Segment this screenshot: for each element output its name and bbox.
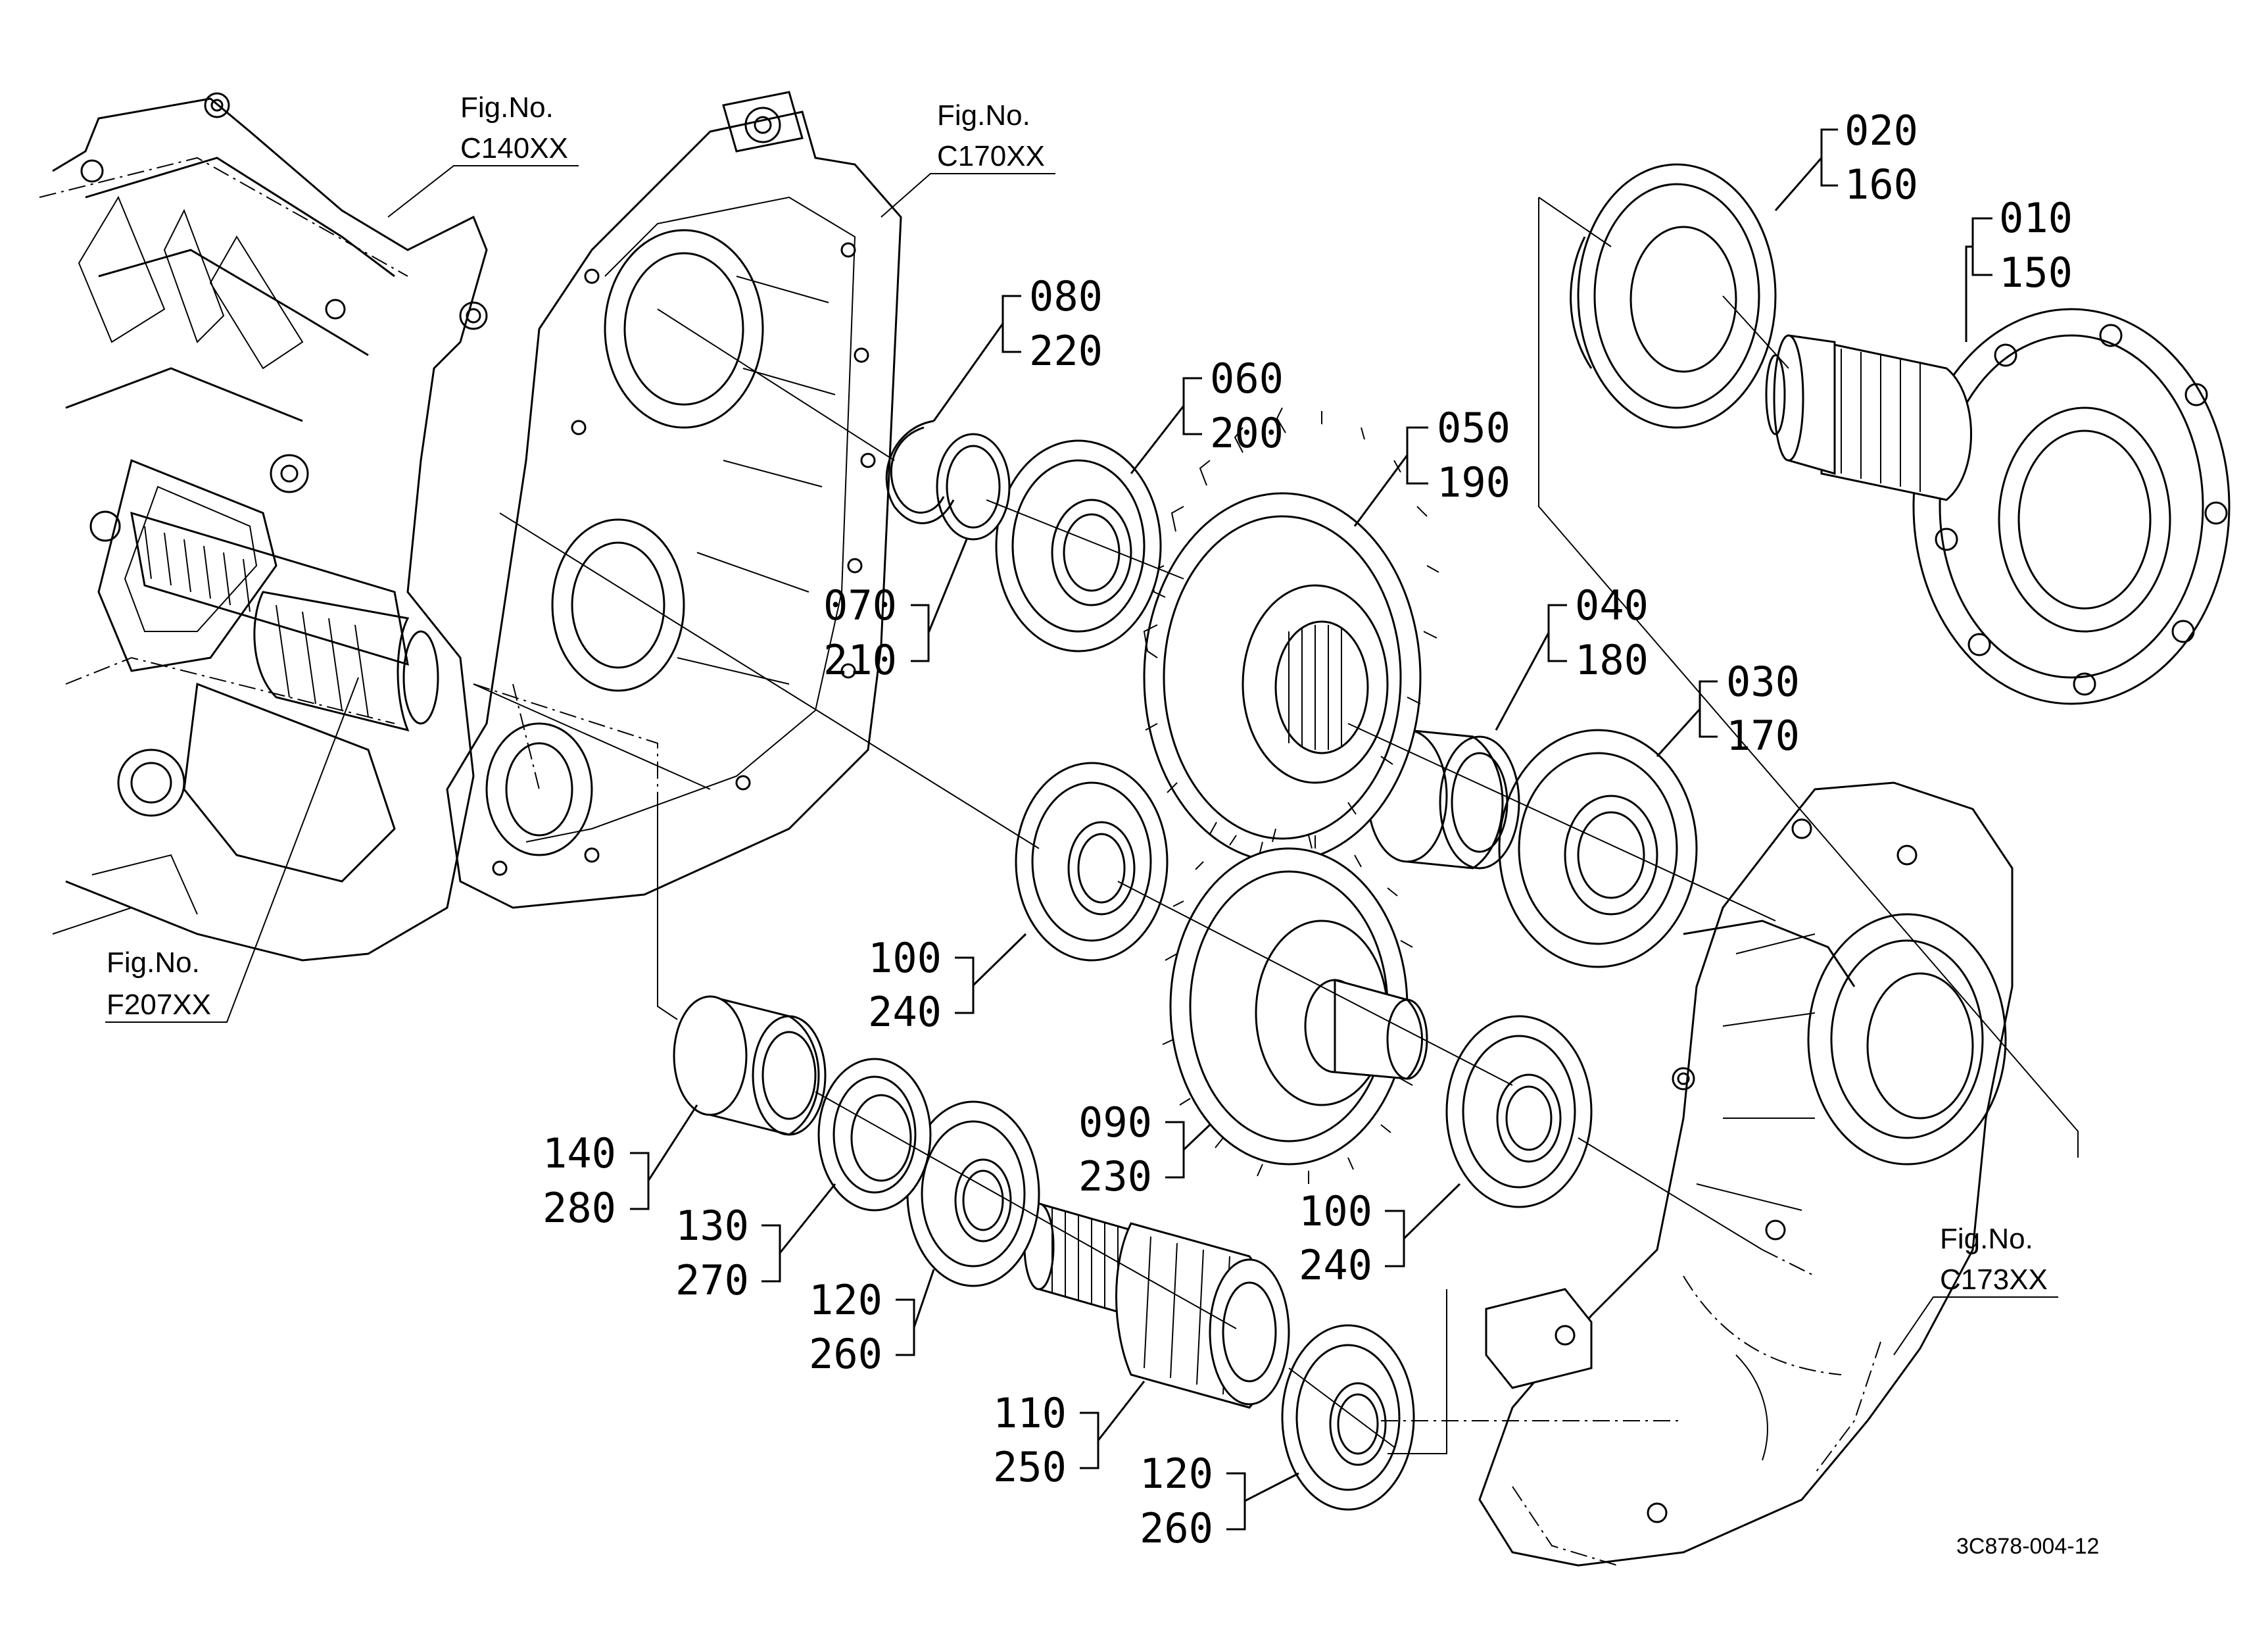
part-number: 070 xyxy=(823,581,897,629)
part-number-alt: 230 xyxy=(1078,1152,1152,1200)
part-label-100-lower: 100 240 xyxy=(1299,1183,1461,1289)
part-number: 010 xyxy=(1999,194,2073,242)
part-number-alt: 210 xyxy=(823,636,897,684)
part-number-alt: 260 xyxy=(1140,1504,1213,1552)
part-number: 120 xyxy=(809,1276,882,1324)
fig-code: C140XX xyxy=(460,132,568,164)
part-label-120-upper: 120 260 xyxy=(809,1269,935,1378)
part-number: 090 xyxy=(1078,1098,1152,1146)
fig-label: Fig.No. xyxy=(937,99,1030,132)
part-number-alt: 270 xyxy=(675,1256,749,1304)
part-label-140: 140 280 xyxy=(543,1104,698,1232)
part-number: 080 xyxy=(1029,272,1103,320)
part-label-130: 130 270 xyxy=(675,1183,836,1304)
figure-ref-c170: Fig.No. C170XX xyxy=(881,99,1055,218)
axle-case-drawing xyxy=(1478,781,2014,1567)
shim-070 xyxy=(936,433,1011,541)
drawing-code: 3C878-004-12 xyxy=(1956,1534,2099,1559)
part-label-070: 070 210 xyxy=(823,539,968,684)
part-number-alt: 190 xyxy=(1437,458,1510,506)
fig-label: Fig.No. xyxy=(107,946,200,979)
pinion-shaft-110 xyxy=(1023,1202,1290,1409)
circlip-080 xyxy=(885,420,955,524)
spur-gear-050 xyxy=(1143,407,1439,863)
part-label-090: 090 230 xyxy=(1078,1098,1211,1200)
fig-code: F207XX xyxy=(107,989,211,1021)
part-number: 120 xyxy=(1140,1450,1213,1498)
gear-case-drawing xyxy=(446,91,902,909)
part-number: 100 xyxy=(868,934,942,982)
part-number: 030 xyxy=(1726,658,1800,706)
ball-bearing-060 xyxy=(995,439,1162,652)
part-number-alt: 250 xyxy=(993,1443,1067,1491)
oil-seal xyxy=(1570,163,1777,429)
part-number: 110 xyxy=(993,1389,1067,1437)
part-number: 060 xyxy=(1210,355,1284,403)
part-number: 100 xyxy=(1299,1187,1372,1235)
part-label-110: 110 250 xyxy=(993,1381,1146,1491)
part-number-alt: 260 xyxy=(809,1330,882,1378)
part-number: 140 xyxy=(543,1129,616,1177)
figure-ref-f207: Fig.No. F207XX xyxy=(105,677,359,1023)
part-label-030: 030 170 xyxy=(1656,658,1800,760)
output-flange-shaft xyxy=(1765,308,2231,705)
fig-label: Fig.No. xyxy=(460,91,554,124)
part-label-080: 080 220 xyxy=(932,272,1103,422)
figure-ref-c173: Fig.No. C173XX xyxy=(1893,1223,2058,1356)
ball-bearing-120-lower xyxy=(1281,1324,1415,1511)
part-label-120-lower: 120 260 xyxy=(1140,1450,1299,1552)
ball-bearing-030 xyxy=(1498,729,1698,968)
part-number: 040 xyxy=(1575,581,1649,629)
fig-code: C170XX xyxy=(937,140,1045,172)
part-number-alt: 220 xyxy=(1029,327,1103,375)
part-number-alt: 240 xyxy=(868,988,942,1036)
part-label-050: 050 190 xyxy=(1353,404,1510,527)
spur-gear-090 xyxy=(1162,828,1428,1184)
oil-seal-130 xyxy=(817,1058,932,1212)
part-number-alt: 170 xyxy=(1726,712,1800,760)
transmission-case-drawing xyxy=(39,92,488,962)
part-label-020: 020 160 xyxy=(1774,107,1918,211)
part-number-alt: 160 xyxy=(1845,160,1918,209)
part-number-alt: 280 xyxy=(543,1184,616,1232)
figure-ref-c140: Fig.No. C140XX xyxy=(387,91,579,218)
part-label-010: 010 150 xyxy=(1965,194,2073,342)
part-label-060: 060 200 xyxy=(1130,355,1284,474)
ball-bearing-120-upper xyxy=(906,1100,1040,1287)
axis-lines xyxy=(473,197,2079,1454)
part-label-100-upper: 100 240 xyxy=(868,933,1027,1036)
ball-bearing-100-upper xyxy=(1015,762,1169,962)
part-label-040: 040 180 xyxy=(1495,581,1649,731)
part-number: 050 xyxy=(1437,404,1510,452)
part-number: 130 xyxy=(675,1202,749,1250)
part-number-alt: 200 xyxy=(1210,409,1284,457)
bush-140 xyxy=(673,995,827,1136)
part-number-alt: 150 xyxy=(1999,249,2073,297)
part-number: 020 xyxy=(1845,107,1918,155)
fig-code: C173XX xyxy=(1940,1264,2048,1296)
part-number-alt: 240 xyxy=(1299,1241,1372,1289)
part-number-alt: 180 xyxy=(1575,636,1649,684)
ball-bearing-100-lower xyxy=(1445,1015,1593,1208)
fig-label: Fig.No. xyxy=(1940,1223,2033,1255)
